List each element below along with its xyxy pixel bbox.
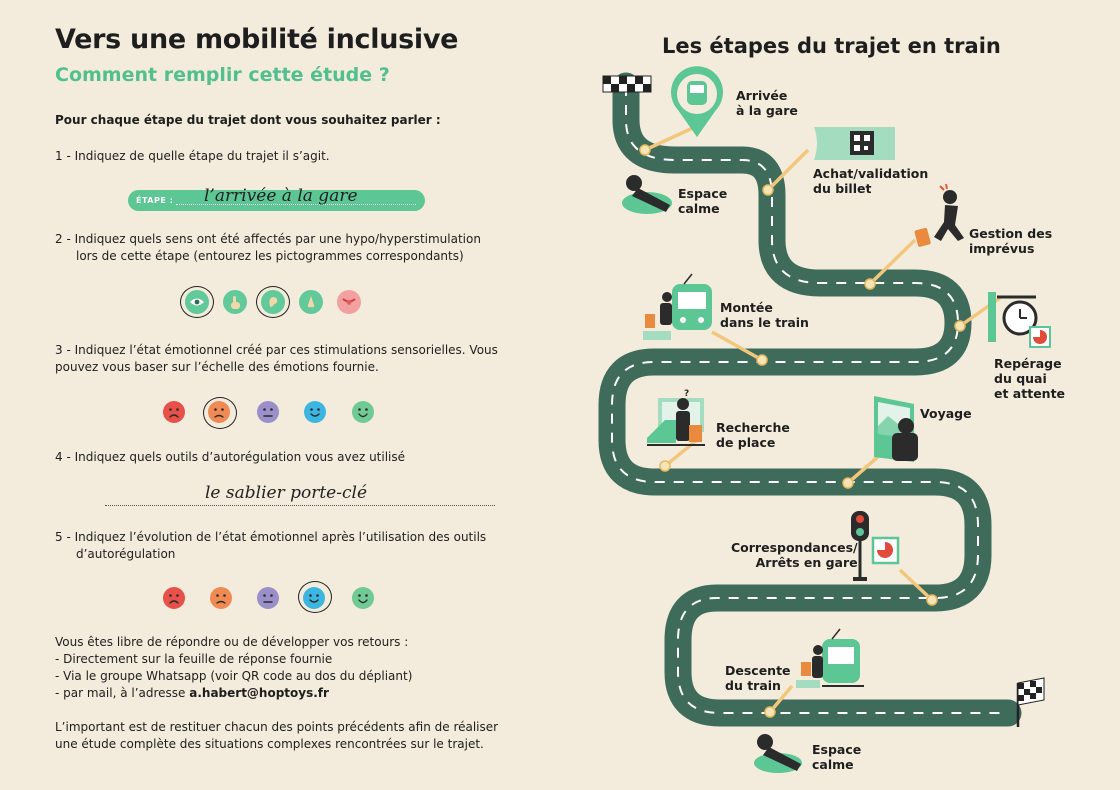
very-happy-face-icon[interactable]	[352, 401, 374, 423]
boarding-train-icon	[643, 273, 712, 340]
happy-face-icon[interactable]	[303, 587, 325, 609]
label-line: du billet	[813, 181, 872, 196]
free-line-4: - par mail, à l’adresse a.habert@hoptoys…	[55, 685, 329, 702]
start-flag-icon	[602, 75, 652, 93]
label-line: Gestion des	[969, 226, 1053, 241]
label-line: Correspondances/	[731, 540, 858, 555]
final-line-2: une étude complète des situations comple…	[55, 737, 484, 751]
calm-space-icon	[754, 734, 802, 773]
label-line: Espace	[678, 186, 728, 201]
connector-dots	[639, 144, 966, 718]
eye-icon[interactable]	[185, 290, 209, 314]
label-line: Arrêts en gare	[755, 555, 858, 570]
label-line: Achat/validation	[813, 166, 929, 181]
free-line-1: Vous êtes libre de répondre ou de dévelo…	[55, 635, 409, 649]
free-line-3: - Via le groupe Whatsapp (voir QR code a…	[55, 669, 413, 683]
step-5-line-1: 5 - Indiquez l’évolution de l’état émoti…	[55, 530, 487, 544]
seat-search-icon: ?	[647, 389, 705, 446]
label-line: et attente	[994, 386, 1066, 401]
label-line: Montée	[720, 300, 773, 315]
label-line: Arrivée	[736, 88, 788, 103]
calm-space-icon	[622, 175, 672, 214]
label-line: calme	[678, 201, 720, 216]
etape-value: l’arrivée à la gare	[204, 186, 358, 206]
etape-dotted-line	[176, 204, 416, 205]
step-1-text: 1 - Indiquez de quelle étape du trajet i…	[55, 149, 330, 163]
svg-text:?: ?	[684, 389, 689, 399]
nose-icon[interactable]	[299, 290, 323, 314]
page-subtitle: Comment remplir cette étude ?	[55, 64, 390, 86]
label-correspondances: Correspondances/Arrêts en gare	[731, 540, 858, 570]
label-line: Espace	[812, 742, 862, 757]
label-line: Repérage	[994, 356, 1062, 371]
ear-icon[interactable]	[261, 290, 285, 314]
email-link[interactable]: a.habert@hoptoys.fr	[189, 686, 329, 700]
train-window-icon	[874, 396, 918, 462]
selection-circle	[203, 397, 237, 429]
sad-face-icon[interactable]	[210, 587, 232, 609]
email-prefix: - par mail, à l’adresse	[55, 686, 190, 700]
very-happy-face-icon[interactable]	[352, 587, 374, 609]
descending-train-icon	[796, 628, 864, 688]
road	[598, 72, 1022, 727]
page-title: Vers une mobilité inclusive	[55, 24, 459, 55]
label-voyage: Voyage	[920, 406, 972, 421]
step-3-line-1: 3 - Indiquez l’état émotionnel créé par …	[55, 343, 498, 357]
very-sad-face-icon[interactable]	[163, 401, 185, 423]
selection-circle	[298, 581, 332, 613]
label-line: du quai	[994, 371, 1047, 386]
signal-light-icon	[851, 511, 900, 581]
touch-icon[interactable]	[223, 290, 247, 314]
label-line: à la gare	[736, 103, 798, 118]
label-line: du train	[725, 678, 781, 693]
platform-clock-icon	[988, 292, 1051, 348]
label-line: de place	[716, 435, 776, 450]
etape-label: ÉTAPE :	[136, 196, 174, 205]
sad-face-icon[interactable]	[208, 401, 230, 423]
ticket-icon	[814, 127, 895, 160]
label-line: Recherche	[716, 420, 790, 435]
step-2-line-2: lors de cette étape (entourez les pictog…	[76, 249, 464, 263]
label-line: Voyage	[920, 406, 972, 421]
selection-circle	[256, 286, 290, 318]
etape-field[interactable]	[128, 190, 425, 211]
step-3-line-2: pouvez vous baser sur l’échelle des émot…	[55, 360, 379, 374]
running-traveler-icon	[914, 183, 964, 247]
step-4-value: le sablier porte-clé	[205, 483, 368, 503]
station-pin-icon	[671, 66, 723, 137]
label-line: Descente	[725, 663, 791, 678]
free-line-2: - Directement sur la feuille de réponse …	[55, 652, 333, 666]
label-line: imprévus	[969, 241, 1035, 256]
tongue-icon[interactable]	[337, 290, 361, 314]
neutral-face-icon[interactable]	[257, 401, 279, 423]
label-line: dans le train	[720, 315, 809, 330]
step-4-dotted-line	[105, 505, 495, 506]
finish-flag-icon	[1016, 677, 1045, 727]
selection-circle	[180, 286, 214, 318]
final-line-1: L’important est de restituer chacun des …	[55, 720, 499, 734]
road-title: Les étapes du trajet en train	[662, 34, 1001, 58]
step-4-text: 4 - Indiquez quels outils d’autorégulati…	[55, 450, 406, 464]
intro-text: Pour chaque étape du trajet dont vous so…	[55, 113, 441, 127]
label-line: calme	[812, 757, 854, 772]
step-2-line-1: 2 - Indiquez quels sens ont été affectés…	[55, 232, 481, 246]
happy-face-icon[interactable]	[304, 401, 326, 423]
very-sad-face-icon[interactable]	[163, 587, 185, 609]
step-5-line-2: d’autorégulation	[76, 547, 176, 561]
neutral-face-icon[interactable]	[257, 587, 279, 609]
